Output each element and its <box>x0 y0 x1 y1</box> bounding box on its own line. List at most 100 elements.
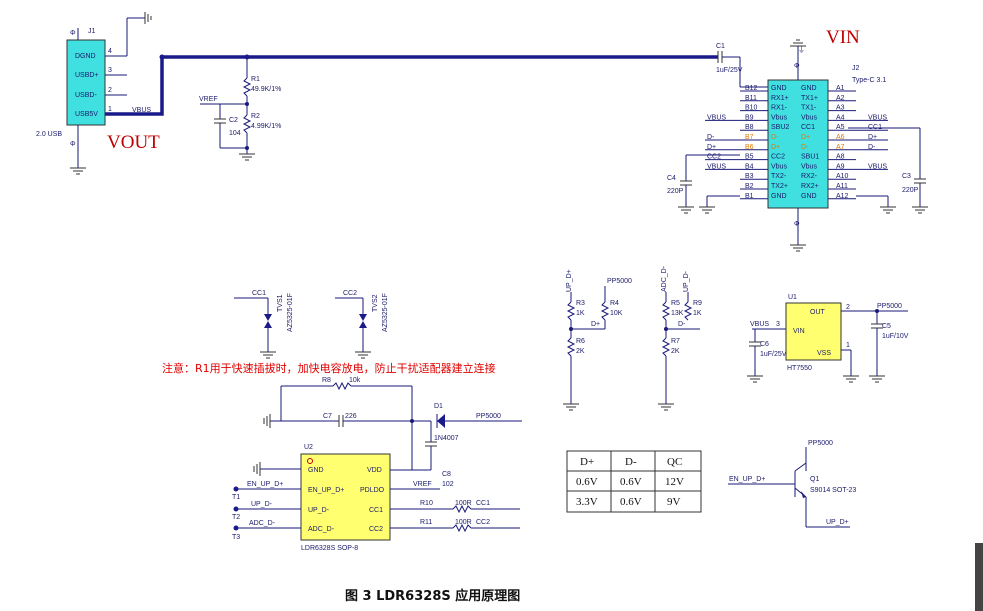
u1-pin2-num: 2 <box>846 304 850 311</box>
r5-value: 13K <box>671 310 684 317</box>
typec-left-pin-num: B10 <box>745 105 758 112</box>
u1-body <box>785 302 842 361</box>
u1-part: HT7550 <box>787 365 812 372</box>
r3-top-net: UP_D+ <box>566 269 573 292</box>
u1-pin3-num: 3 <box>776 321 780 328</box>
j1-body <box>66 39 106 126</box>
tvs-diodes: CC1 TVS1 AZ5325-01F CC2 TVS2 AZ5325-01F <box>234 290 389 359</box>
q1-en-net: EN_UP_D+ <box>729 476 765 483</box>
d1-value: 1N4007 <box>434 435 459 442</box>
u1-pp5000: PP5000 <box>877 303 902 310</box>
u2-pin-adc: ADC_D- <box>308 526 335 533</box>
typec-left-net: D+ <box>707 144 716 151</box>
c5-value: 1uF/10V <box>882 333 909 340</box>
typec-right-pin-name: TX1+ <box>801 95 818 102</box>
typec-left-net: CC2 <box>707 154 721 161</box>
r7-refdes: R7 <box>671 338 680 345</box>
u2-pin-en: EN_UP_D+ <box>308 487 344 494</box>
typec-left-pin-num: B2 <box>745 183 754 190</box>
u1-refdes: U1 <box>788 294 797 301</box>
tvs1-value: AZ5325-01F <box>287 293 294 332</box>
j1-pin-mark: Φ <box>70 30 76 37</box>
c3-c4: C3 220P C4 220P <box>667 127 928 214</box>
typec-right-net: VBUS <box>868 163 887 170</box>
r3-r4-r6-network: UP_D+ R3 1K R6 2K D+ PP5000 R4 10K <box>563 269 632 411</box>
r5-top-net: ADC_D- <box>661 265 668 292</box>
typec-left-pin-name: Vbus <box>771 114 787 121</box>
j1-pin-num-2: 3 <box>108 67 112 74</box>
j2-refdes: J2 <box>852 65 860 72</box>
r7-value: 2K <box>671 348 680 355</box>
table-cell-r2c2: 0.6V <box>620 496 642 508</box>
r1-value: 49.9K/1% <box>251 86 281 93</box>
u2-pin-cc1: CC1 <box>369 507 383 514</box>
r10-refdes: R10 <box>420 500 433 507</box>
table-cell-r2c1: 3.3V <box>576 496 598 508</box>
r9-top-net: UP_D- <box>683 270 690 292</box>
r11-refdes: R11 <box>420 519 432 526</box>
r8-value: 10k <box>349 377 361 384</box>
r11-net: CC2 <box>476 519 490 526</box>
typec-left-pin-num: B12 <box>745 85 758 92</box>
j1-pin-num-1: 4 <box>108 48 112 55</box>
d1-pp5000-label: PP5000 <box>476 413 501 420</box>
u2-net-adc: ADC_D- <box>249 520 276 527</box>
c7-refdes: C7 <box>323 413 332 420</box>
tvs1-net: CC1 <box>252 290 266 297</box>
q1-updplus: UP_D+ <box>826 519 849 526</box>
typec-right-pin-num: A6 <box>836 134 845 141</box>
typec-right-pin-name: D+ <box>801 134 810 141</box>
t1-label: T1 <box>232 494 240 501</box>
tvs2-net: CC2 <box>343 290 357 297</box>
typec-pin-mark-b: Φ <box>794 221 800 228</box>
u2-pin-upd: UP_D- <box>308 507 330 514</box>
r3-refdes: R3 <box>576 300 585 307</box>
typec-left-pin-name: RX1- <box>771 105 788 112</box>
u2-pin-gnd: GND <box>308 467 324 474</box>
typec-right-pin-name: D- <box>801 144 809 151</box>
u1-pin1-num: 1 <box>846 342 850 349</box>
vin-label: VIN <box>826 27 860 48</box>
typec-right-pin-num: A5 <box>836 124 845 131</box>
r4-value: 10K <box>610 310 623 317</box>
typec-right-pin-num: A3 <box>836 105 845 112</box>
r4-refdes: R4 <box>610 300 619 307</box>
typec-left-pin-name: RX1+ <box>771 95 789 102</box>
c6-value: 1uF/25V <box>760 351 787 358</box>
j1-pin-num-4: 1 <box>108 106 112 113</box>
r5-mid-net: D- <box>678 321 686 328</box>
q1-transistor: PP5000 UP_D+ EN_UP_D+ Q1 S9014 SOT-23 <box>728 440 856 528</box>
c4-refdes: C4 <box>667 175 676 182</box>
u2-pin-vdd: VDD <box>367 467 382 474</box>
j1-pin-name-1: DGND <box>75 53 96 60</box>
typec-right-pin-num: A11 <box>836 183 848 190</box>
typec-right-pin-name: GND <box>801 193 817 200</box>
typec-left-net: VBUS <box>707 114 726 121</box>
u1-pin-vss: VSS <box>817 350 831 357</box>
u2-net-upd: UP_D- <box>251 501 273 508</box>
r4-top-net: PP5000 <box>607 278 632 285</box>
typec-left-pin-num: B5 <box>745 154 754 161</box>
u1-vbus: VBUS <box>750 321 769 328</box>
typec-left-pin-name: D- <box>771 134 779 141</box>
typec-right-pin-num: A8 <box>836 154 845 161</box>
design-note: 注意：R1用于快速插拔时，加快电容放电，防止干扰适配器建立连接 <box>162 361 496 375</box>
typec-right-pin-name: RX2+ <box>801 183 819 190</box>
r6-refdes: R6 <box>576 338 585 345</box>
table-cell-r1c1: 0.6V <box>576 476 598 488</box>
typec-right-pin-num: A2 <box>836 95 845 102</box>
typec-right-pin-num: A9 <box>836 163 845 170</box>
q1-refdes: Q1 <box>810 476 819 483</box>
typec-right-net: VBUS <box>868 114 887 121</box>
r5-refdes: R5 <box>671 300 680 307</box>
typec-right-pin-num: A12 <box>836 193 849 200</box>
typec-left-pin-name: GND <box>771 193 787 200</box>
typec-right-pin-num: A1 <box>836 85 845 92</box>
c1-refdes: C1 <box>716 43 725 50</box>
r8-c7-d1: R8 10k C7 226 D1 1N4007 PP5000 C8 102 <box>263 377 522 488</box>
u2-vref-label: VREF <box>413 481 432 488</box>
r2-value: 4.99K/1% <box>251 123 281 130</box>
r5-r7-r9-network: ADC_D- UP_D- R5 13K R7 2K D- R9 1K <box>658 265 702 411</box>
